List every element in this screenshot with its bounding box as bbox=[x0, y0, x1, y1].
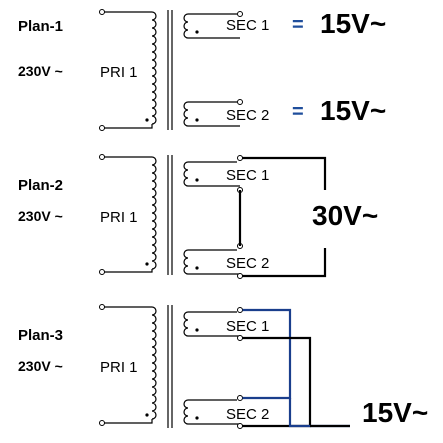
plan-1-out-1-equals: = bbox=[292, 14, 304, 36]
plan-3-secondary-2: SEC 2 bbox=[183, 395, 269, 429]
plan-3-output-lead-blue bbox=[288, 398, 350, 428]
plan-2-output-lead-bottom bbox=[242, 248, 327, 278]
plan-3-parallel-link-bottom bbox=[242, 336, 312, 428]
plan-2-out-voltage: 30V~ bbox=[312, 200, 378, 231]
plan-3-secondary-1: SEC 1 bbox=[183, 307, 269, 341]
plan-2-sec-2-label: SEC 2 bbox=[226, 255, 269, 272]
plan-1-secondary-2: SEC 2 bbox=[183, 99, 269, 127]
plan-3-out-voltage: 15V~ bbox=[362, 397, 428, 428]
plan-3-primary-winding bbox=[99, 304, 157, 426]
plan-1-primary-winding bbox=[99, 9, 157, 131]
plan-2-group: Plan-2 230V ~ PRI 1 SEC 1 SEC 2 bbox=[18, 154, 378, 279]
plan-2-primary-winding bbox=[99, 154, 157, 275]
plan-1-out-1-voltage: 15V~ bbox=[320, 8, 386, 39]
plan-3-title: Plan-3 bbox=[18, 327, 63, 344]
plan-3-sec-2-label: SEC 2 bbox=[226, 406, 269, 423]
plan-1-input-voltage: 230V ~ bbox=[18, 63, 63, 79]
plan-1-core bbox=[167, 10, 173, 130]
plan-1-out-2-equals: = bbox=[292, 101, 304, 123]
plan-1-secondary-1: SEC 1 bbox=[183, 11, 269, 39]
plan-3-group: Plan-3 230V ~ PRI 1 SEC 1 SEC 2 bbox=[18, 304, 428, 429]
plan-3-primary-label: PRI 1 bbox=[100, 359, 138, 376]
plan-1-sec-2-label: SEC 2 bbox=[226, 107, 269, 124]
plan-2-secondary-2: SEC 2 bbox=[183, 243, 269, 279]
plan-1-sec-1-label: SEC 1 bbox=[226, 17, 269, 34]
plan-2-primary-label: PRI 1 bbox=[100, 209, 138, 226]
plan-3-input-voltage: 230V ~ bbox=[18, 358, 63, 374]
plan-2-secondary-1: SEC 1 bbox=[183, 155, 269, 193]
plan-3-parallel-link-top bbox=[242, 308, 292, 400]
plan-3-core bbox=[167, 305, 173, 428]
plan-2-sec-1-label: SEC 1 bbox=[226, 167, 269, 184]
plan-3-sec-1-label: SEC 1 bbox=[226, 318, 269, 335]
plan-2-output-lead-top bbox=[242, 156, 327, 190]
plan-2-title: Plan-2 bbox=[18, 177, 63, 194]
plan-1-out-2-voltage: 15V~ bbox=[320, 95, 386, 126]
plan-2-input-voltage: 230V ~ bbox=[18, 208, 63, 224]
plan-1-title: Plan-1 bbox=[18, 18, 63, 35]
plan-1-group: Plan-1 230V ~ PRI 1 SEC 1 SEC bbox=[18, 8, 386, 131]
plan-2-core bbox=[167, 155, 173, 275]
plan-1-primary-label: PRI 1 bbox=[100, 64, 138, 81]
